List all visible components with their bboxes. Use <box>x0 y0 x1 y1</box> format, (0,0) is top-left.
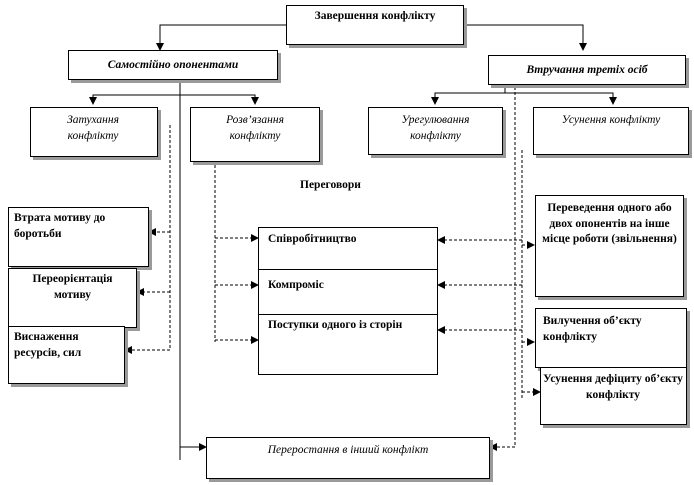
fading-item-1 <box>8 207 149 267</box>
third-party-label: Втручання третіх осіб <box>526 64 648 76</box>
elimination-item-3-label: Усунення дефіциту об’єкту конфлікту <box>543 373 683 401</box>
elimination-item-2-label: Вилучення об’єкту конфлікту <box>543 315 642 343</box>
elimination-item-3 <box>540 367 687 425</box>
root-node <box>286 5 464 45</box>
settlement-label: Урегулювання конфлікту <box>401 114 470 142</box>
arrow-third-elimination <box>505 92 617 105</box>
settlement-node <box>368 107 503 155</box>
negotiations-label: Переговори <box>300 179 361 191</box>
fading-label: Затухання конфлікту <box>67 114 119 142</box>
negotiation-item-3: Поступки одного із сторін <box>268 319 403 331</box>
elimination-item-1-label: Переведення одного або двох опонентів на… <box>542 202 677 246</box>
fading-item-1-label: Втрата мотиву до боротьби <box>14 212 106 240</box>
transition-node <box>206 437 490 479</box>
negotiation-item-1: Співробітництво <box>268 233 357 245</box>
arrow-self-resolution <box>180 94 259 105</box>
arrow-third-settlement <box>431 85 506 105</box>
fading-item-2-label: Переорієнтація мотиву <box>32 273 113 301</box>
elimination-item-2 <box>535 308 687 368</box>
self-resolution-node <box>68 50 278 80</box>
transition-label: Переростання в інший конфлікт <box>267 444 429 456</box>
dash-third-transition <box>489 82 516 451</box>
self-resolution-label: Самостійно опонентами <box>107 59 239 71</box>
fading-item-2 <box>8 268 137 328</box>
arrow-root-self <box>156 24 286 51</box>
elimination-node <box>533 107 689 155</box>
third-party-node <box>488 55 686 85</box>
negotiation-item-2: Компроміс <box>268 279 324 291</box>
arrow-self-fading <box>89 80 181 105</box>
resolution-label: Розв’язання конфлікту <box>226 114 284 142</box>
elimination-label: Усунення конфлікту <box>561 114 661 126</box>
arrow-root-third <box>464 24 587 51</box>
divider-1 <box>258 269 438 270</box>
root-label: Завершення конфлікту <box>314 10 436 22</box>
fading-item-3 <box>8 326 125 384</box>
negotiations-group <box>258 227 438 375</box>
divider-2 <box>258 314 438 315</box>
resolution-node <box>190 107 320 162</box>
elimination-item-1 <box>535 195 684 297</box>
fading-item-3-label: Виснаження ресурсів, сил <box>14 331 82 359</box>
fading-node <box>30 107 158 157</box>
